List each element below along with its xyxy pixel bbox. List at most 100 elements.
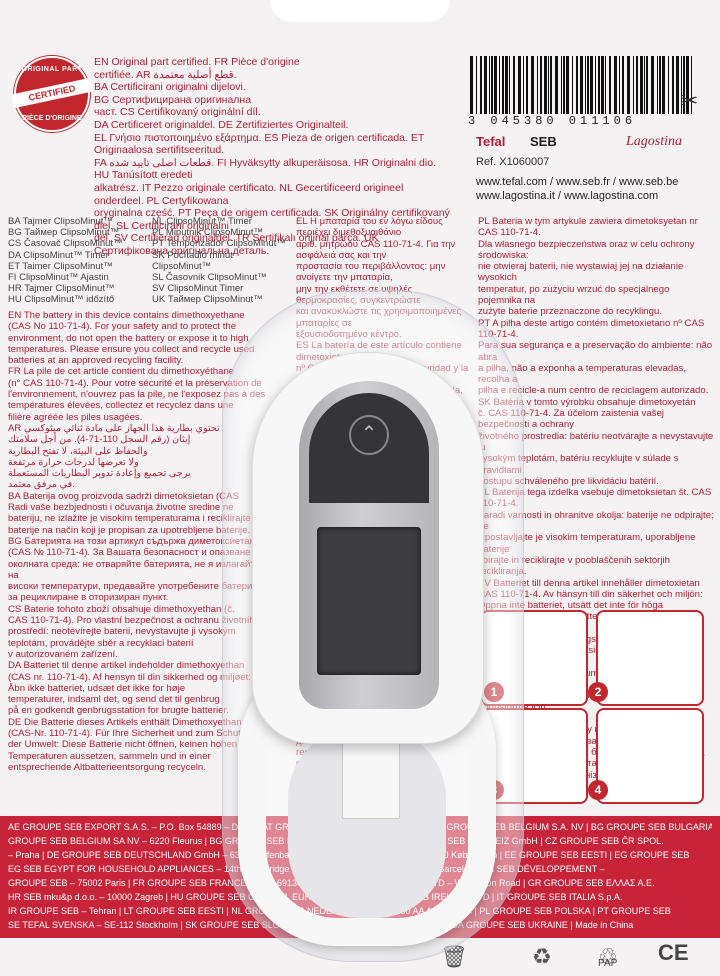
tefal-logo: Tefal bbox=[476, 134, 506, 149]
warning-line: Öppna inte batteriet, utsätt det inte fö… bbox=[478, 600, 664, 612]
language-name-line: PL Minutnik ClipsoMinut™ bbox=[152, 227, 264, 239]
pictogram-number: 2 bbox=[588, 682, 608, 702]
lagostina-logo: Lagostina bbox=[626, 134, 683, 149]
seb-logo: SEB bbox=[530, 134, 557, 149]
language-name-line: FI ClipsoMinut™ Ajastin bbox=[8, 272, 109, 284]
button-area: ⌃ bbox=[309, 393, 429, 503]
pictogram-4: 4 bbox=[588, 708, 704, 804]
barcode-number: 3 045380 011106 bbox=[468, 114, 637, 128]
warning-line: CS Baterie tohoto zboží obsahuje dimetho… bbox=[8, 603, 235, 615]
warning-line: zbirajte in reciklirajte v pooblaščenih … bbox=[478, 554, 670, 578]
warning-line: temperatur, po zużyciu wrzuć do specjaln… bbox=[478, 283, 670, 307]
ce-mark: CE bbox=[658, 940, 689, 965]
warning-line: postupu schváleného pre likvidáciu batér… bbox=[478, 475, 659, 487]
warning-line: EN The battery in this device contains d… bbox=[8, 310, 245, 321]
warning-line: der Umwelt: Diese Batterie nicht öffnen,… bbox=[8, 739, 238, 751]
reference-number: Ref. X1060007 bbox=[476, 156, 550, 168]
warning-line: Radi vaše bezbjednosti i očuvanja životn… bbox=[8, 502, 234, 514]
warning-line: Dla własnego bezpieczeństwa oraz w celu … bbox=[478, 238, 695, 261]
green-dot-icon: ♻ bbox=[532, 944, 552, 969]
warning-line: SL Baterija tega izdelka vsebuje dimetok… bbox=[478, 487, 712, 510]
language-name-line: ET Taimer ClipsoMinut™ bbox=[8, 260, 113, 272]
pictogram-number: 4 bbox=[588, 780, 608, 800]
certified-line: DA Certificeret originaldel. DE Zertifiz… bbox=[94, 118, 349, 131]
warning-line: vysokým teplotám, batériu recyklujte v s… bbox=[478, 453, 679, 476]
warning-line: nie otwieraj baterii, nie wystawiaj jej … bbox=[478, 261, 684, 284]
warning-line: Temperaturen aussetzen, sammeln und in e… bbox=[8, 750, 211, 762]
warning-line: (CAS nr. 110-71-4). Af hensyn til din si… bbox=[8, 671, 251, 683]
language-name-line: SK Počítadlo minút ClipsoMinut™ bbox=[152, 249, 233, 272]
warning-line: ولا تعرضها لدرجات حرارة مرتفعة bbox=[8, 456, 139, 468]
clipsominut-timer: ⌃ bbox=[238, 352, 496, 946]
warning-line: Para sua segurança e a preservação do am… bbox=[478, 340, 713, 363]
warning-line: SK Batéria v tomto výrobku obsahuje dime… bbox=[478, 396, 696, 408]
warning-line: temperaturer, indsaml det, og send det t… bbox=[8, 694, 220, 706]
pictogram-2: 2 bbox=[588, 610, 704, 706]
warning-line: αριθ. μητρώου CAS 110-71-4. Για την ασφά… bbox=[296, 238, 456, 261]
pictogram-number: 1 bbox=[484, 682, 504, 702]
language-name-line: CS Časovač ClipsoMinut™ bbox=[8, 238, 123, 250]
warning-line: DA Batteriet til denne artikel indeholde… bbox=[8, 660, 245, 672]
language-name-line: SL Časovnik ClipsoMinut™ bbox=[152, 272, 267, 284]
language-name-line: BG Таймер ClipsoMinut™ bbox=[8, 227, 120, 239]
warning-line: températures élevées, collectez et recyc… bbox=[8, 400, 234, 412]
warning-line: v autorizovaném zařízení. bbox=[8, 648, 118, 660]
warning-line: zużyte baterie przeznaczone do recykling… bbox=[478, 306, 662, 318]
warning-line: baterije na način koji je propisan za up… bbox=[8, 524, 251, 536]
language-name-line: HU ClipsoMinut™ időzítő bbox=[8, 294, 115, 306]
timer-body: ⌃ bbox=[252, 352, 484, 744]
seal-band-text: CERTIFIED bbox=[11, 77, 93, 109]
warning-line: Åbn ikke batteriet, udsæt det ikke for h… bbox=[8, 682, 186, 694]
seal-top-text: ORIGINAL PART bbox=[21, 66, 83, 73]
warning-line: إيثان (رقم السجل 110-71-4). من أجل سلامت… bbox=[8, 434, 191, 446]
timer-panel: ⌃ bbox=[299, 381, 439, 709]
certified-line: certifiée. AR قطع أصلية معتمدة. bbox=[94, 68, 237, 81]
certified-line: EN Original part certified. FR Pièce d'o… bbox=[94, 56, 300, 68]
warning-line: bateriju, ne izlažite je visokim tempera… bbox=[8, 513, 251, 525]
warning-line: προστασία του περιβάλλοντος: μην ανοίγετ… bbox=[296, 261, 446, 284]
language-name-line: HR Tajmer ClipsoMinut™ bbox=[8, 283, 115, 295]
certified-line: част. CS Certifikovaný originální díl. bbox=[94, 106, 261, 119]
warning-line: PT A pilha deste artigo contém dimetoxie… bbox=[478, 317, 705, 340]
warning-line: довкілля: не відкривайте батарею, не наг… bbox=[478, 746, 706, 758]
certified-line: EL Γνήσιο πιστοποιημένο εξάρτημα. ES Pie… bbox=[94, 131, 425, 157]
power-button-icon[interactable]: ⌃ bbox=[349, 415, 389, 455]
warning-line: BG Батерията на този артикул съдържа дим… bbox=[8, 535, 255, 547]
warning-line: يرجى تجميع وإعادة تدوير البطاريات المستع… bbox=[8, 468, 191, 480]
certified-line: BG Сертифицирана оригинална bbox=[94, 93, 252, 106]
warning-line: på en godkendt genbrugsstation for brugt… bbox=[8, 705, 229, 717]
warning-line: № CAS 110-71-4. Задля вашої безпеки та о… bbox=[478, 735, 702, 747]
pap-label: PAP bbox=[598, 958, 618, 969]
language-name-line: NL ClipsoMinut™ Timer bbox=[152, 216, 252, 227]
warning-line: č. CAS 110-71-4. Za účelom zaistenia vaš… bbox=[478, 408, 664, 431]
warning-line: (n° CAS 110-71-4). Pour votre sécurité e… bbox=[8, 377, 262, 389]
warning-line: EL Η μπαταρία του εν λόγω είδους περιέχε… bbox=[296, 216, 443, 239]
certified-seal: ORIGINAL PART CERTIFIED PIÈCE D'ORIGINE bbox=[11, 56, 93, 132]
warning-line: (CAS № 110-71-4). За Вашата безопасност … bbox=[8, 547, 264, 559]
pictogram-1: 1 bbox=[480, 610, 588, 706]
warning-line: BA Baterija ovog proizvoda sadrži dimeto… bbox=[8, 490, 239, 502]
warning-line: околната среда: не отваряйте батерията, … bbox=[8, 558, 261, 581]
certified-line: BA Certificirani originalni dijelovi. bbox=[94, 81, 246, 94]
warning-line: FR La pile de cet article contient du di… bbox=[8, 366, 235, 378]
warning-line: AR تحتوي بطارية هذا الجهاز على مادة ثنائ… bbox=[8, 422, 220, 434]
warning-line: environment, do not open the battery or … bbox=[8, 332, 249, 344]
language-name-line: PT Temporizador ClipsoMinut™ bbox=[152, 238, 286, 250]
warning-line: filière agréée les piles usagées. bbox=[8, 411, 143, 423]
certified-text-block: EN Original part certified. FR Pièce d'o… bbox=[94, 56, 454, 258]
left-warning-text: EN The battery in this device contains d… bbox=[8, 310, 270, 773]
warning-line: CAS 110-71-4. Av hänsyn till din säkerhe… bbox=[478, 588, 703, 600]
url-line-2: www.lagostina.it / www.lagostina.com bbox=[476, 190, 659, 202]
brand-row: Tefal SEB Lagostina bbox=[476, 134, 706, 154]
language-name-line: BA Tajmer ClipsoMinut™ bbox=[8, 216, 113, 227]
certified-line: FA قطعات اصلی تایید شده. FI Hyväksytty a… bbox=[94, 156, 436, 182]
warning-line: في مرفق معتمد. bbox=[8, 479, 75, 491]
url-line-1: www.tefal.com / www.seb.fr / www.seb.be bbox=[476, 176, 679, 188]
warning-line: prostředí: neotevírejte baterii, nevysta… bbox=[8, 626, 236, 638]
warning-line: CAS 110-71-4). Pro vlastní bezpečnost a … bbox=[8, 615, 261, 627]
warning-line: SV Batteriet till denna artikel innehåll… bbox=[478, 577, 700, 589]
pap-recycle-icon: ♲ bbox=[598, 944, 618, 969]
warning-line: (CAS No 110-71-4). For your safety and t… bbox=[8, 321, 237, 333]
